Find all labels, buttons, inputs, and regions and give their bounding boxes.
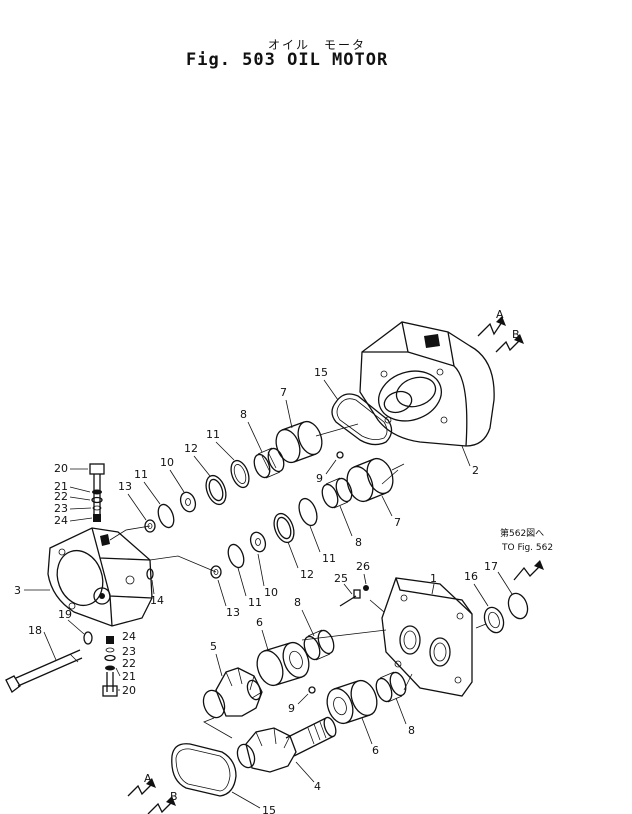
label-part-1: 1 <box>430 572 437 585</box>
arrow-a-upper: A <box>477 308 506 337</box>
label-part-18: 18 <box>28 624 42 637</box>
o-ring-lower <box>171 743 237 797</box>
snap-ring-upper-2 <box>157 503 175 529</box>
label-part-11a: 11 <box>206 428 220 441</box>
label-part-11c: 11 <box>322 552 336 565</box>
snap-ring-right <box>507 592 529 620</box>
label-part-2: 2 <box>472 464 479 477</box>
arrow-b-lower: B <box>147 790 178 814</box>
label-part-20b: 20 <box>122 684 136 697</box>
small-washer-upper <box>144 519 156 533</box>
drive-shaft-gear <box>236 716 337 773</box>
bushing-upper <box>275 420 323 464</box>
label-part-20a: 20 <box>54 462 68 475</box>
arrow-a-lower-label: A <box>144 772 152 785</box>
small-bolt <box>339 589 361 607</box>
snap-ring-upper-1 <box>230 459 250 489</box>
label-part-23a: 23 <box>54 502 68 515</box>
small-washer-26 <box>363 585 369 591</box>
reference-note-jp: 第562図へ <box>500 527 544 539</box>
o-ring-upper <box>331 393 393 446</box>
bolt-stack-upper <box>89 463 105 522</box>
thrust-ring-middle <box>273 512 295 544</box>
label-part-7b: 7 <box>394 516 401 529</box>
label-part-17: 17 <box>484 560 498 573</box>
needle-bearing-upper <box>253 447 285 479</box>
label-part-4: 4 <box>314 780 321 793</box>
label-part-13a: 13 <box>118 480 132 493</box>
label-part-16: 16 <box>464 570 478 583</box>
gear-bushing-lower <box>326 679 378 725</box>
pin-lower <box>308 686 316 694</box>
label-part-24a: 24 <box>54 514 68 527</box>
label-part-15a: 15 <box>314 366 328 379</box>
small-washer-middle <box>210 565 222 579</box>
label-part-15b: 15 <box>262 804 276 814</box>
needle-bearing-middle <box>321 477 353 509</box>
label-part-22b: 22 <box>122 657 136 670</box>
label-part-6a: 6 <box>256 616 263 629</box>
label-part-9b: 9 <box>288 702 295 715</box>
label-part-8c: 8 <box>294 596 301 609</box>
label-part-21b: 21 <box>122 670 136 683</box>
label-part-22a: 22 <box>54 490 68 503</box>
label-part-5: 5 <box>210 640 217 653</box>
label-part-12b: 12 <box>300 568 314 581</box>
label-part-23b: 23 <box>122 645 136 658</box>
thrust-ring-upper <box>205 474 227 506</box>
bearing-right <box>483 606 505 634</box>
arrow-b-upper: B <box>495 328 524 353</box>
label-part-26: 26 <box>356 560 370 573</box>
long-bolt <box>5 649 83 693</box>
gear-bushing-upper <box>256 641 310 687</box>
leader-lines <box>109 423 487 739</box>
pin-upper <box>336 451 344 459</box>
washer-middle <box>249 531 267 553</box>
label-part-19: 19 <box>58 608 72 621</box>
snap-ring-middle-2 <box>227 543 245 569</box>
gear-upper <box>202 667 263 719</box>
label-part-25: 25 <box>334 572 348 585</box>
label-part-3: 3 <box>14 584 21 597</box>
bushing-lower <box>346 457 394 503</box>
label-part-10a: 10 <box>160 456 174 469</box>
label-part-7a: 7 <box>280 386 287 399</box>
figure-title: Fig. 503 OIL MOTOR <box>186 50 389 70</box>
label-part-11b: 11 <box>134 468 148 481</box>
figure-title-japanese: オイル モータ <box>268 38 367 52</box>
label-part-13b: 13 <box>226 606 240 619</box>
arrow-a-lower: A <box>127 772 156 797</box>
label-part-12a: 12 <box>184 442 198 455</box>
snap-ring-middle-1 <box>298 497 318 527</box>
arrow-b-lower-label: B <box>170 790 178 803</box>
label-part-21a: 21 <box>54 480 68 493</box>
label-part-6b: 6 <box>372 744 379 757</box>
arrow-b-label: B <box>512 328 520 341</box>
small-o-ring <box>146 568 154 580</box>
bolt-stack-lower <box>102 636 118 697</box>
label-part-24b: 24 <box>122 630 136 643</box>
label-part-8a: 8 <box>240 408 247 421</box>
needle-bearing-gear-upper <box>303 629 335 661</box>
part-number-labels: 1 2 3 4 5 6 6 7 7 8 8 8 8 9 9 10 10 11 <box>14 366 513 814</box>
label-part-8b: 8 <box>355 536 362 549</box>
label-part-9a: 9 <box>316 472 323 485</box>
arrow-a-label: A <box>496 308 504 321</box>
reference-note-en: TO Fig. 562 <box>501 543 553 553</box>
label-part-10b: 10 <box>264 586 278 599</box>
motor-housing-part <box>359 321 495 447</box>
washer-upper <box>179 491 197 513</box>
label-part-14: 14 <box>150 594 164 607</box>
flange-plate-part <box>381 577 473 697</box>
label-part-11d: 11 <box>248 596 262 609</box>
needle-bearing-gear-lower <box>375 671 407 703</box>
label-part-8d: 8 <box>408 724 415 737</box>
arrow-reference <box>513 560 544 581</box>
washer-bolt <box>83 631 93 645</box>
